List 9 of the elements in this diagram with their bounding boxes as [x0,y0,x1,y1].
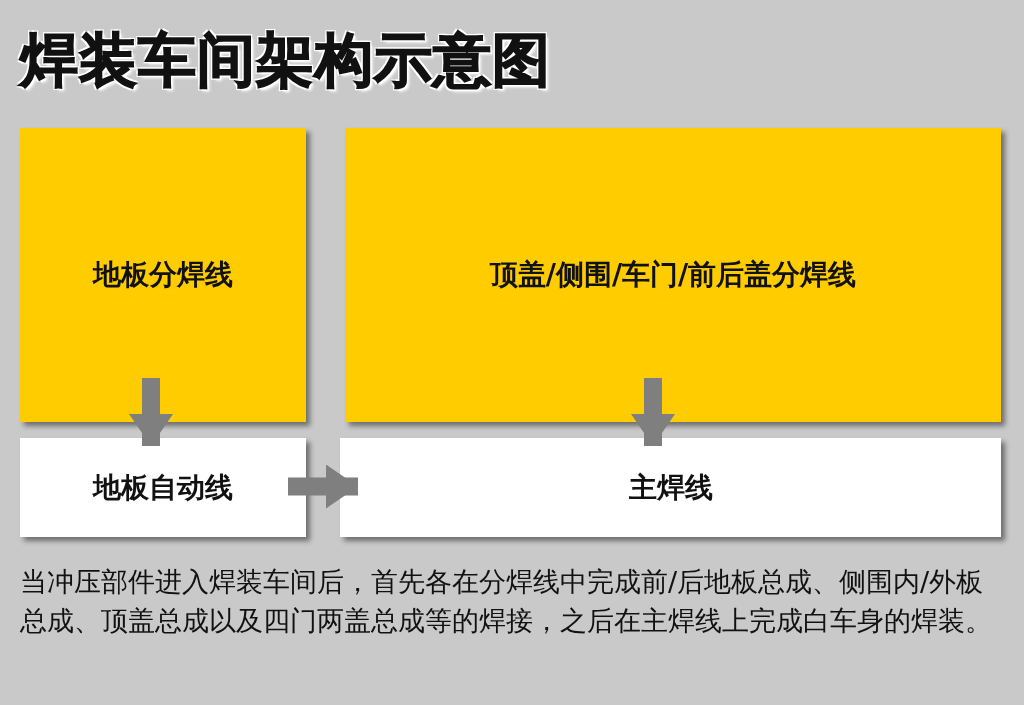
node-label: 地板自动线 [93,469,233,506]
node-label: 地板分焊线 [93,257,233,293]
arrow [288,464,358,509]
arrow [129,378,173,446]
node-label: 主焊线 [628,469,713,506]
node-label: 顶盖/侧围/车门/前后盖分焊线 [489,257,857,293]
caption: 当冲压部件进入焊装车间后，首先各在分焊线中完成前/后地板总成、侧围内/外板总成、顶盖总成以及四门两盖总成等的焊接，之后在主焊线上完成白车身的焊装。 [20,565,993,638]
title: 焊装车间架构示意图 [20,25,551,96]
arrow [631,378,675,446]
